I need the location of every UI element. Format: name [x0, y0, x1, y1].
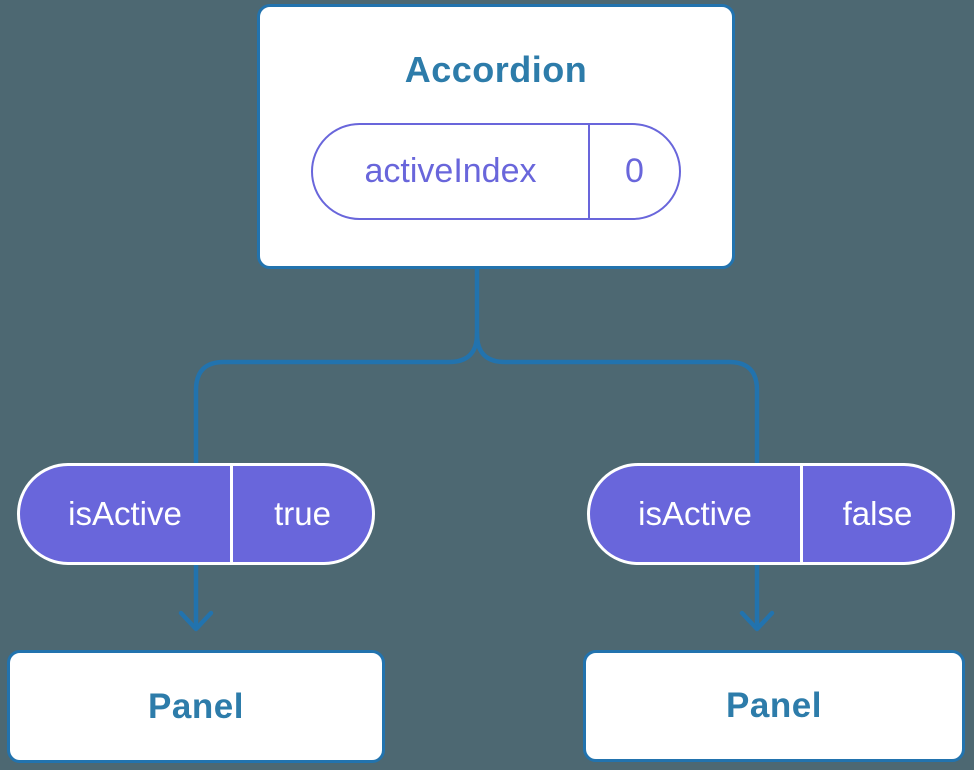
arrow-down-icon	[178, 610, 214, 632]
connector-left-branch	[193, 264, 480, 631]
arrow-down-icon	[739, 610, 775, 632]
panel-node-right: Panel	[583, 650, 965, 762]
state-pill-value: 0	[625, 152, 644, 190]
accordion-node: Accordion activeIndex 0	[257, 4, 735, 269]
panel-node-left: Panel	[7, 650, 385, 763]
prop-pill-right-label: isActive	[590, 466, 803, 562]
panel-title-right: Panel	[726, 686, 822, 725]
connector-right-branch	[474, 331, 760, 631]
state-pill: activeIndex 0	[311, 123, 681, 220]
panel-title-left: Panel	[148, 686, 244, 726]
accordion-title: Accordion	[404, 49, 588, 90]
prop-pill-right-value: false	[842, 495, 913, 532]
prop-pill-left-label: isActive	[20, 466, 233, 562]
prop-pill-left-value: true	[274, 495, 331, 532]
prop-pill-right: isActive false	[587, 463, 955, 565]
state-pill-label: activeIndex	[313, 125, 590, 218]
prop-pill-left: isActive true	[17, 463, 375, 565]
